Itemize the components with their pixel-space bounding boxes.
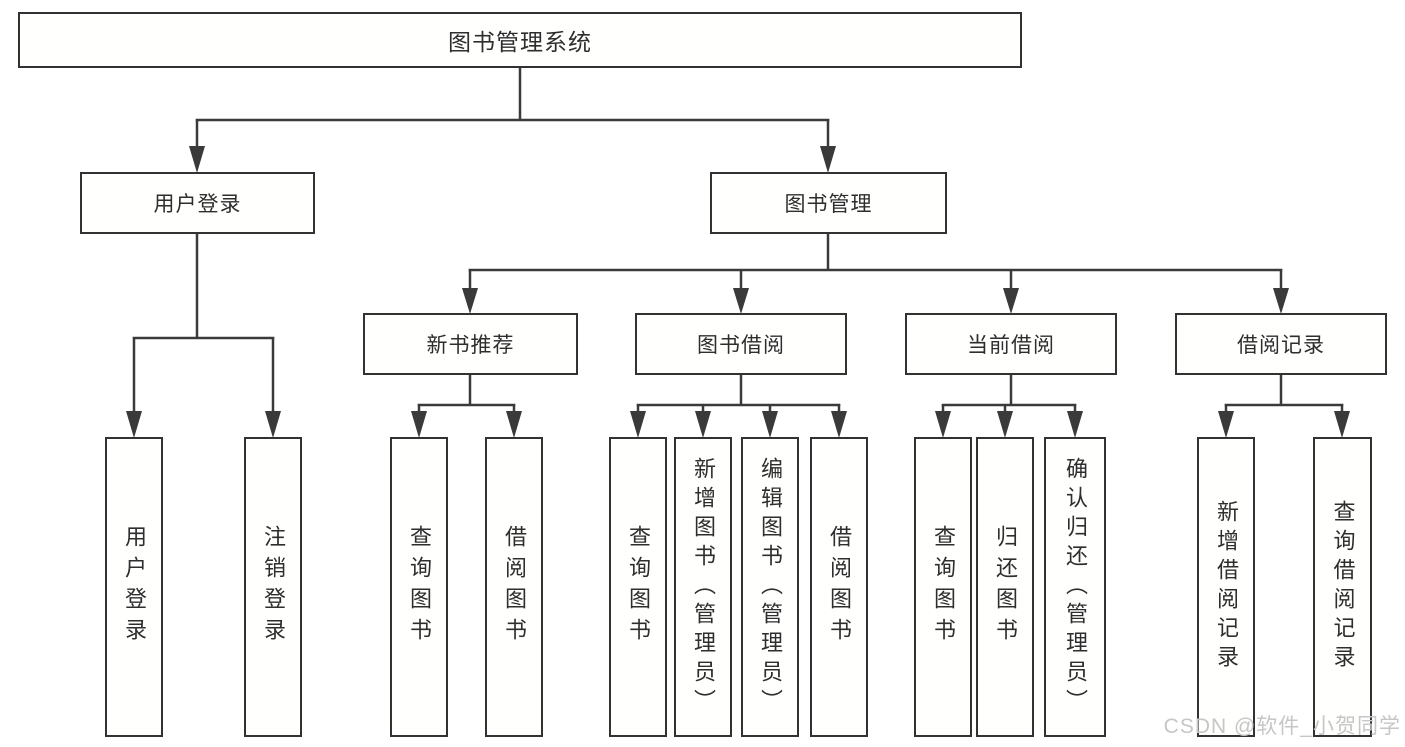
leaf-query-books-borrowing: 查询图书 (609, 437, 667, 737)
leaf-add-books-admin: 新增图书（管理员） (674, 437, 732, 737)
node-borrowing-records: 借阅记录 (1175, 313, 1387, 375)
leaf-borrow-books-recommend: 借阅图书 (485, 437, 543, 737)
leaf-logout: 注销登录 (244, 437, 302, 737)
node-book-management: 图书管理 (710, 172, 947, 234)
leaf-return-books: 归还图书 (976, 437, 1034, 737)
leaf-query-borrow-record: 查询借阅记录 (1313, 437, 1372, 737)
leaf-query-books-recommend: 查询图书 (390, 437, 448, 737)
node-book-borrowing: 图书借阅 (635, 313, 847, 375)
node-user-login: 用户登录 (80, 172, 315, 234)
node-library-management-system: 图书管理系统 (18, 12, 1022, 68)
node-new-book-recommendation: 新书推荐 (363, 313, 578, 375)
leaf-confirm-return-admin: 确认归还（管理员） (1044, 437, 1106, 737)
leaf-add-borrow-record: 新增借阅记录 (1197, 437, 1255, 737)
csdn-watermark: CSDN @软件_小贺同学 (1163, 715, 1401, 738)
leaf-borrow-books: 借阅图书 (810, 437, 868, 737)
leaf-query-books-current: 查询图书 (914, 437, 972, 737)
leaf-user-login: 用户登录 (105, 437, 163, 737)
node-current-borrowing: 当前借阅 (905, 313, 1117, 375)
leaf-edit-books-admin: 编辑图书（管理员） (741, 437, 799, 737)
